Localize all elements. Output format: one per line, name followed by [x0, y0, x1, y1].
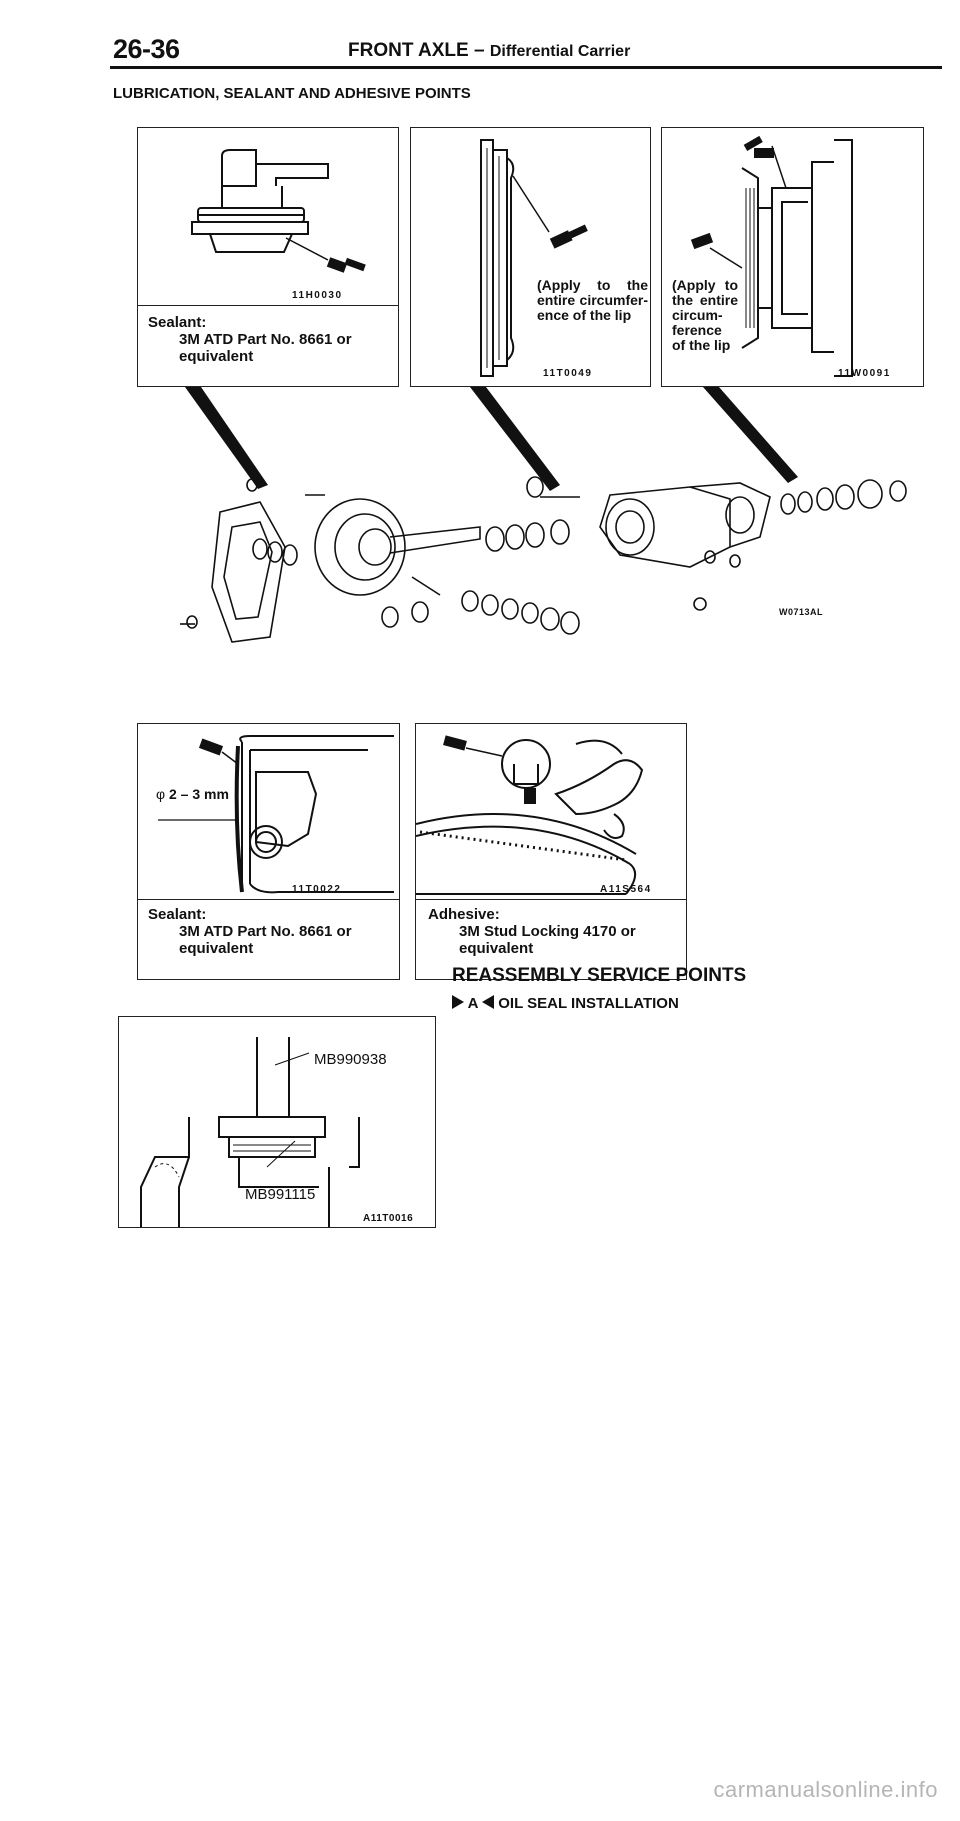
caption-divider [138, 899, 399, 900]
figure-code: A11S564 [600, 884, 652, 895]
cover-sealant-bead-illustration [158, 735, 394, 894]
header-title: FRONT AXLE – [348, 40, 485, 61]
flange-seal-panel: (Apply to the entire circum-ference of t… [661, 127, 924, 387]
caption-tail: equivalent [179, 940, 254, 957]
caption-body: 3M ATD Part No. 8661 or [179, 331, 352, 348]
caption-head: Sealant: [148, 906, 207, 923]
figure-code: 11W0091 [838, 368, 891, 379]
phi-symbol: φ [156, 786, 166, 802]
page-header-title: FRONT AXLE – Differential Carrier [348, 40, 630, 62]
ring-gear-bolt-illustration [416, 735, 644, 895]
service-marker: A [467, 995, 478, 1012]
adhesive-caption: Adhesive: 3M Stud Locking 4170 or equiva… [428, 906, 636, 957]
section-title: LUBRICATION, SEALANT AND ADHESIVE POINTS [113, 85, 471, 102]
companion-flange-illustration [690, 135, 853, 377]
sealant-caption: Sealant: 3M ATD Part No. 8661 or equival… [148, 906, 352, 957]
figure-code: 11H0030 [292, 290, 343, 301]
apply-note: (Apply to the entire circum-ference of t… [672, 277, 738, 353]
caption-tail: equivalent [459, 940, 534, 957]
bead-diameter: 2 – 3 mm [168, 786, 229, 802]
caption-head: Adhesive: [428, 906, 500, 923]
sealant-panel-2: φ 2 – 3 mm 11T0022 Sealant: 3M ATD Part … [137, 723, 400, 980]
caption-body: 3M Stud Locking 4170 or [459, 923, 636, 940]
oil-seal-installation-heading: A OIL SEAL INSTALLATION [452, 995, 679, 1012]
lip-seal-panel: (Apply to the entire circumfer-ence of t… [410, 127, 651, 387]
header-subtitle: Differential Carrier [489, 43, 631, 60]
service-item: OIL SEAL INSTALLATION [498, 995, 679, 1012]
caption-tail: equivalent [179, 348, 254, 365]
figure-code: 11T0022 [292, 884, 342, 895]
oil-seal-installer-panel: MB990938 MB991115 A11T0016 [118, 1016, 436, 1228]
header-rule [110, 66, 942, 69]
bead-diameter-label: φ 2 – 3 mm [156, 786, 229, 802]
exploded-view-code: W0713AL [779, 607, 824, 617]
arrow-left-icon [482, 995, 495, 1009]
arrow-right-icon [452, 995, 464, 1009]
oil-seal-cross-section [480, 139, 588, 377]
seal-housing-illustration [191, 149, 366, 273]
differential-exploded-view [180, 387, 907, 643]
caption-body: 3M ATD Part No. 8661 or [179, 923, 352, 940]
adhesive-panel: A11S564 Adhesive: 3M Stud Locking 4170 o… [415, 723, 687, 980]
apply-note: (Apply to the entire circumfer-ence of t… [537, 277, 648, 323]
installer-tool-illustration [140, 1037, 360, 1227]
reassembly-title: REASSEMBLY SERVICE POINTS [452, 965, 747, 986]
page-number: 26-36 [113, 34, 180, 64]
sealant-panel-1: 11H0030 Sealant: 3M ATD Part No. 8661 or… [137, 127, 399, 387]
watermark: carmanualsonline.info [713, 1777, 938, 1802]
tool-label-mb991115: MB991115 [245, 1186, 316, 1203]
tool-label-mb990938: MB990938 [314, 1051, 387, 1068]
figure-code: A11T0016 [363, 1213, 414, 1224]
sealant-caption: Sealant: 3M ATD Part No. 8661 or equival… [148, 314, 352, 365]
caption-divider [416, 899, 686, 900]
figure-code: 11T0049 [543, 368, 593, 379]
caption-head: Sealant: [148, 314, 207, 331]
caption-divider [138, 305, 398, 306]
